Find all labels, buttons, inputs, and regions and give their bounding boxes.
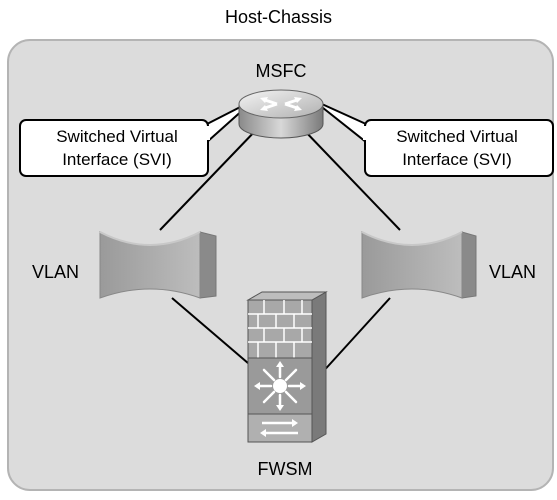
msfc-label: MSFC — [255, 61, 307, 81]
edge-msfc-vlan-left — [159, 127, 259, 231]
callout-left-box — [19, 119, 209, 177]
vlan-right-icon — [361, 231, 477, 299]
svi-callout-left — [19, 99, 255, 177]
firewall-services-module-icon — [246, 291, 328, 443]
chassis-title: Host-Chassis — [224, 7, 333, 27]
svi-left-line1: Switched Virtual — [56, 127, 178, 146]
svi-right-line2: Interface (SVI) — [402, 150, 512, 169]
callout-right-box — [364, 119, 554, 177]
svi-right-line1: Switched Virtual — [396, 127, 518, 146]
edge-vlan-right-fwsm — [319, 297, 391, 376]
svi-left-text: Switched Virtual Interface (SVI) — [22, 125, 212, 171]
connection-lines — [159, 127, 401, 376]
vlan-left-label: VLAN — [32, 262, 80, 282]
vlan-left-icon — [99, 231, 217, 299]
fwsm-label: FWSM — [257, 459, 313, 479]
svi-left-line2: Interface (SVI) — [62, 150, 172, 169]
router-icon — [238, 89, 324, 139]
svi-right-text: Switched Virtual Interface (SVI) — [362, 125, 552, 171]
edge-msfc-vlan-right — [301, 127, 401, 231]
svi-callout-right — [312, 99, 554, 177]
vlan-right-label: VLAN — [489, 262, 537, 282]
edge-vlan-left-fwsm — [171, 297, 263, 376]
